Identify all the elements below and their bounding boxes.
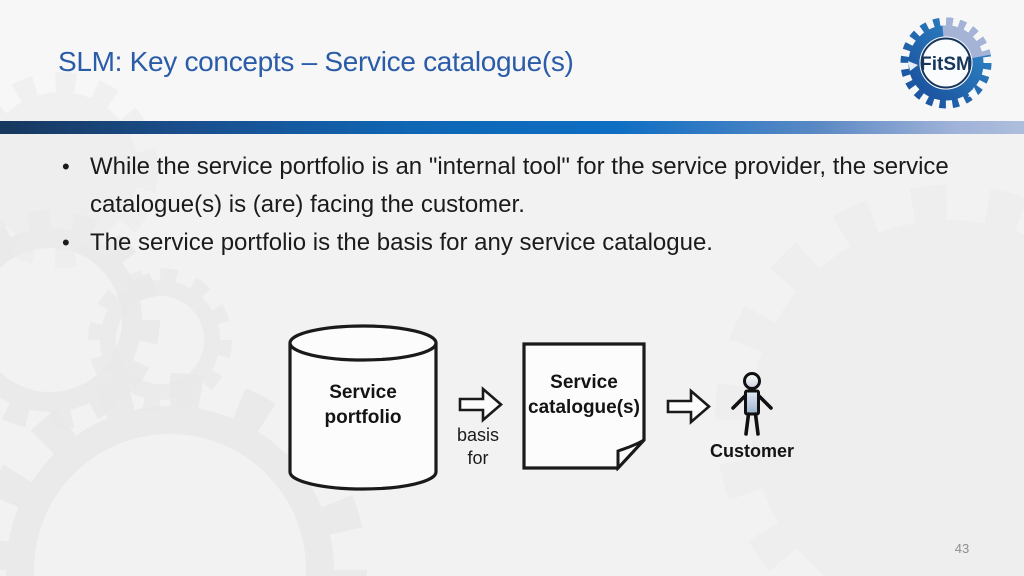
service-portfolio-label: Service portfolio [324, 382, 402, 428]
service-catalogue-label: Service catalogue(s) [528, 372, 640, 418]
to-customer-arrow-icon [666, 388, 711, 425]
fitsm-logo-text: FitSM [920, 54, 972, 75]
page-title: SLM: Key concepts – Service catalogue(s) [58, 46, 574, 77]
gear-icon [900, 17, 992, 109]
bullet-item: • While the service portfolio is an "int… [62, 148, 962, 224]
background-gear-watermark [88, 268, 232, 412]
bullet-marker: • [62, 230, 70, 255]
basis-for-arrow-icon [458, 386, 503, 423]
basis-for-label: basis for [456, 425, 500, 468]
fitsm-logo: FitSM [900, 17, 992, 109]
title-divider [0, 121, 1024, 134]
bullet-marker: • [62, 154, 70, 179]
page-number: 43 [954, 541, 970, 556]
header-band [0, 0, 1024, 121]
bullet-text: While the service portfolio is an "inter… [90, 153, 949, 218]
customer-label: Customer [709, 441, 794, 461]
bullet-list: • While the service portfolio is an "int… [62, 148, 962, 262]
bullet-text: The service portfolio is the basis for a… [90, 229, 713, 256]
customer-person-icon [731, 372, 773, 436]
service-catalogue-document [522, 342, 646, 471]
bullet-item: • The service portfolio is the basis for… [62, 224, 962, 262]
service-portfolio-cylinder [288, 324, 438, 491]
